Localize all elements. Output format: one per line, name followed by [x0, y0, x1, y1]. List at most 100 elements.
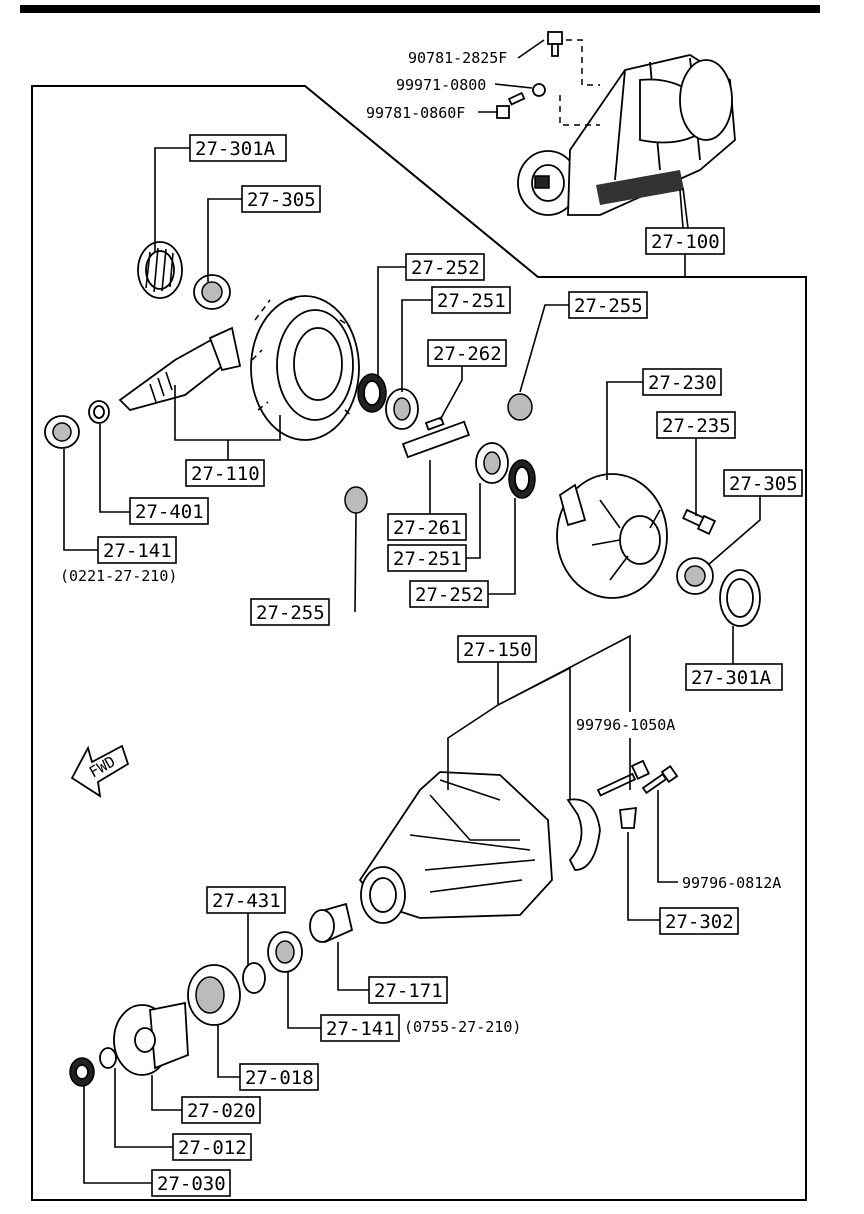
leader — [83, 1086, 152, 1184]
label-27-302: 27-302 — [659, 907, 739, 935]
label-27-150: 27-150 — [457, 635, 537, 663]
label-text: 27-251 — [393, 548, 462, 570]
label-text: 27-255 — [256, 602, 325, 624]
pinion-gear-icon — [507, 393, 533, 421]
leader — [63, 449, 100, 551]
label-27-251-mid: 27-251 — [387, 544, 467, 572]
bearing-cone-icon — [676, 557, 714, 595]
label-27-020: 27-020 — [181, 1096, 261, 1124]
lock-plate-icon — [619, 806, 638, 829]
reference-note: (0755-27-210) — [404, 1018, 521, 1036]
label-text: 27-141 — [103, 540, 172, 562]
label-27-252-top: 27-252 — [405, 253, 485, 281]
oil-seal-icon — [187, 964, 241, 1026]
pin-icon — [424, 416, 445, 431]
pinion-shaft-icon — [401, 420, 471, 459]
bearing-cup-icon — [137, 241, 183, 299]
bolt-icon — [547, 31, 563, 57]
label-text: 27-100 — [651, 231, 720, 253]
bearing-cup-icon — [719, 569, 761, 627]
assembly-frame — [31, 85, 807, 1201]
leader — [207, 198, 242, 282]
label-27-252-mid: 27-252 — [409, 580, 489, 608]
part-number: 90781-2825F — [408, 49, 507, 67]
leader — [657, 790, 678, 883]
label-text: 27-301A — [691, 667, 772, 689]
leader — [287, 972, 321, 1029]
label-text: 27-020 — [187, 1100, 256, 1122]
label-27-018: 27-018 — [239, 1063, 319, 1091]
part-number: 99781-0860F — [366, 104, 465, 122]
label-27-305-top: 27-305 — [241, 185, 321, 213]
thrust-washer-icon — [357, 373, 387, 413]
label-27-100: 27-100 — [645, 227, 725, 255]
label-text: 27-262 — [433, 343, 502, 365]
leader — [377, 266, 408, 378]
side-gear-icon — [385, 388, 419, 430]
washer-icon — [532, 83, 546, 97]
leader — [707, 495, 761, 566]
label-text: 27-302 — [665, 911, 734, 933]
label-27-262: 27-262 — [427, 339, 507, 367]
drive-pinion-icon — [118, 326, 242, 412]
leader — [99, 424, 130, 513]
label-text: 27-305 — [247, 189, 316, 211]
leader — [494, 83, 533, 89]
label-text: 27-030 — [157, 1173, 226, 1195]
nut-icon — [69, 1057, 95, 1087]
label-27-235: 27-235 — [656, 411, 736, 439]
leader — [447, 634, 631, 800]
label-text: 27-171 — [374, 980, 443, 1002]
label-27-431: 27-431 — [206, 886, 286, 914]
label-text: 27-252 — [415, 584, 484, 606]
leader — [464, 483, 481, 559]
label-27-141-left: 27-141 — [97, 536, 177, 564]
label-27-301A-right: 27-301A — [685, 663, 783, 691]
leader — [606, 381, 643, 480]
leader — [439, 366, 463, 421]
leader — [151, 1075, 182, 1111]
leader — [217, 1025, 240, 1078]
shim-icon — [242, 962, 266, 994]
label-text: 27-141 — [326, 1018, 395, 1040]
top-rule — [20, 5, 820, 13]
label-27-261: 27-261 — [387, 513, 467, 541]
leader — [114, 1068, 173, 1148]
label-text: 27-018 — [245, 1067, 314, 1089]
label-27-171: 27-171 — [368, 976, 448, 1004]
label-27-230: 27-230 — [642, 368, 722, 396]
label-27-255-bottom: 27-255 — [250, 598, 330, 626]
ring-gear-icon — [250, 295, 360, 441]
label-27-251-top: 27-251 — [431, 286, 511, 314]
label-27-301A-top: 27-301A — [189, 134, 287, 162]
bolt-icon — [596, 759, 650, 797]
label-text: 27-301A — [195, 138, 276, 160]
label-text: 27-150 — [463, 639, 532, 661]
leader — [401, 299, 432, 392]
companion-flange-icon — [113, 1001, 189, 1076]
leader — [487, 498, 516, 595]
washer-dash-path — [559, 95, 600, 126]
bearing-cone-icon — [267, 931, 303, 973]
label-27-305-right: 27-305 — [723, 469, 803, 497]
differential-case-icon — [556, 473, 668, 599]
leader — [354, 512, 357, 613]
label-text: 27-012 — [178, 1137, 247, 1159]
leader — [174, 385, 281, 462]
leader — [519, 304, 570, 393]
label-27-401: 27-401 — [129, 497, 209, 525]
label-27-110: 27-110 — [185, 459, 265, 487]
leader — [627, 832, 662, 921]
bolt-dash-path — [566, 39, 600, 86]
carrier-housing-icon — [358, 771, 553, 924]
bolt-icon — [496, 91, 526, 119]
label-text: 27-230 — [648, 372, 717, 394]
cover-plate-icon — [566, 798, 601, 871]
label-text: 27-110 — [191, 463, 260, 485]
label-27-030: 27-030 — [151, 1169, 231, 1197]
part-number: 99971-0800 — [396, 76, 486, 94]
leader — [337, 942, 369, 991]
bearing-cone-icon — [193, 274, 231, 310]
bearing-cone-icon — [44, 415, 80, 449]
